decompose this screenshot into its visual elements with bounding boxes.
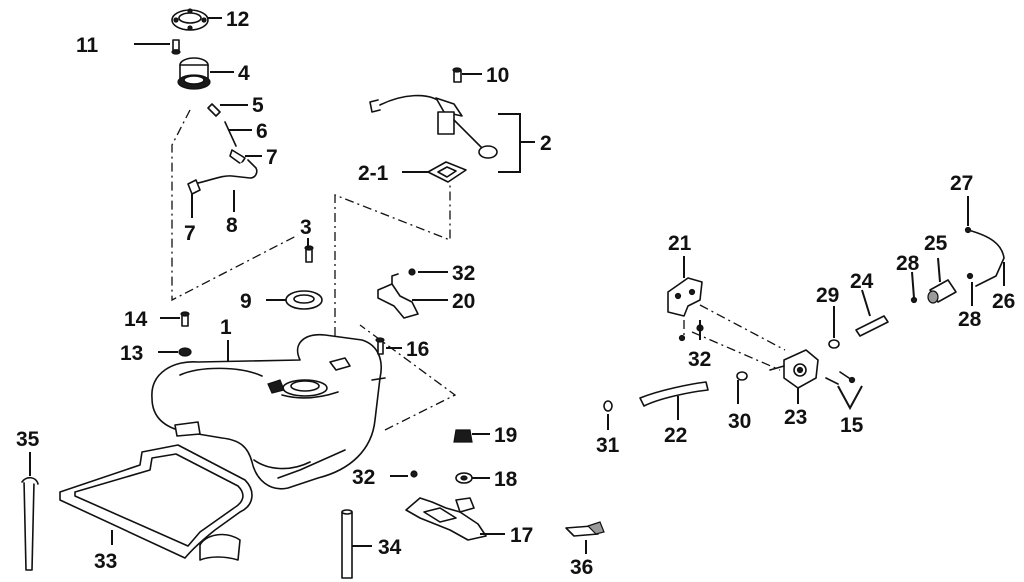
callout-21: 21 bbox=[668, 232, 692, 255]
callout-3: 3 bbox=[300, 216, 312, 239]
fuel-valve-23 bbox=[769, 349, 819, 389]
filter-25 bbox=[927, 279, 957, 304]
screws-15 bbox=[825, 371, 856, 385]
callout-2-1: 2-1 bbox=[358, 162, 389, 185]
callout-labels: 12 11 4 5 6 7 7 8 10 2 2-1 3 9 14 13 1 3… bbox=[16, 8, 1015, 579]
callout-12: 12 bbox=[226, 8, 249, 31]
callout-27: 27 bbox=[950, 172, 973, 195]
clamp-31 bbox=[603, 400, 613, 412]
callout-14: 14 bbox=[124, 308, 148, 331]
callout-20: 20 bbox=[452, 290, 475, 313]
callout-10: 10 bbox=[486, 64, 509, 87]
callout-15: 15 bbox=[840, 414, 864, 437]
callout-26: 26 bbox=[992, 290, 1015, 313]
grommet-9 bbox=[285, 290, 323, 310]
bolt-32-top bbox=[408, 268, 416, 276]
callout-13: 13 bbox=[120, 342, 143, 365]
callout-7-upper: 7 bbox=[266, 146, 278, 169]
clamp-30 bbox=[736, 371, 748, 381]
bolt-16 bbox=[375, 337, 385, 355]
cap-ring bbox=[171, 8, 209, 31]
callout-16: 16 bbox=[406, 338, 429, 361]
skid-plate bbox=[59, 444, 253, 561]
rubber-mount-19 bbox=[453, 429, 473, 443]
callout-24: 24 bbox=[850, 270, 874, 293]
callout-11: 11 bbox=[76, 34, 99, 57]
callout-5: 5 bbox=[252, 94, 264, 117]
clamp-29 bbox=[828, 339, 840, 349]
hose-24 bbox=[855, 315, 889, 337]
callout-34: 34 bbox=[378, 536, 402, 559]
callout-4: 4 bbox=[238, 62, 250, 85]
hose-22 bbox=[639, 381, 709, 407]
callout-25: 25 bbox=[924, 232, 948, 255]
strap-35 bbox=[21, 476, 39, 571]
callout-35: 35 bbox=[16, 428, 40, 451]
mount-bracket-17 bbox=[405, 497, 487, 541]
bolt-14 bbox=[180, 311, 190, 327]
callout-8: 8 bbox=[226, 214, 238, 237]
callout-32-lower: 32 bbox=[352, 466, 375, 489]
callout-6: 6 bbox=[256, 120, 268, 143]
washer-18 bbox=[455, 472, 473, 484]
callout-28-upper: 28 bbox=[896, 252, 920, 275]
mount-plate-21 bbox=[667, 277, 703, 317]
bracket-20 bbox=[377, 273, 419, 319]
callout-22: 22 bbox=[664, 424, 687, 447]
tool-36 bbox=[565, 521, 605, 537]
callout-36: 36 bbox=[570, 556, 593, 579]
hose-26 bbox=[967, 229, 1005, 287]
fuel-sender bbox=[369, 94, 535, 173]
bolt-32-lower bbox=[410, 470, 418, 478]
leader-lines bbox=[29, 17, 1005, 554]
screw-10 bbox=[452, 67, 462, 83]
callout-31: 31 bbox=[596, 434, 620, 457]
callout-30: 30 bbox=[728, 410, 751, 433]
callout-29: 29 bbox=[816, 284, 839, 307]
callout-1: 1 bbox=[220, 316, 232, 339]
callout-32-top: 32 bbox=[452, 262, 475, 285]
callout-32-right: 32 bbox=[688, 348, 711, 371]
washer-13 bbox=[178, 347, 192, 357]
filler-neck bbox=[177, 57, 211, 90]
vent-hose-assembly bbox=[187, 103, 258, 195]
sender-gasket bbox=[427, 161, 467, 183]
callout-23: 23 bbox=[784, 406, 807, 429]
callout-2: 2 bbox=[540, 132, 552, 155]
screw-11 bbox=[171, 39, 181, 55]
callout-9: 9 bbox=[240, 290, 252, 313]
callout-28-lower: 28 bbox=[958, 308, 982, 331]
callout-17: 17 bbox=[510, 524, 533, 547]
callout-19: 19 bbox=[494, 424, 517, 447]
rod-34 bbox=[341, 509, 353, 579]
fuel-tank bbox=[151, 334, 386, 490]
callout-18: 18 bbox=[494, 468, 518, 491]
bolt-3 bbox=[304, 245, 314, 263]
callout-7-lower: 7 bbox=[184, 222, 196, 245]
callout-33: 33 bbox=[94, 550, 117, 573]
